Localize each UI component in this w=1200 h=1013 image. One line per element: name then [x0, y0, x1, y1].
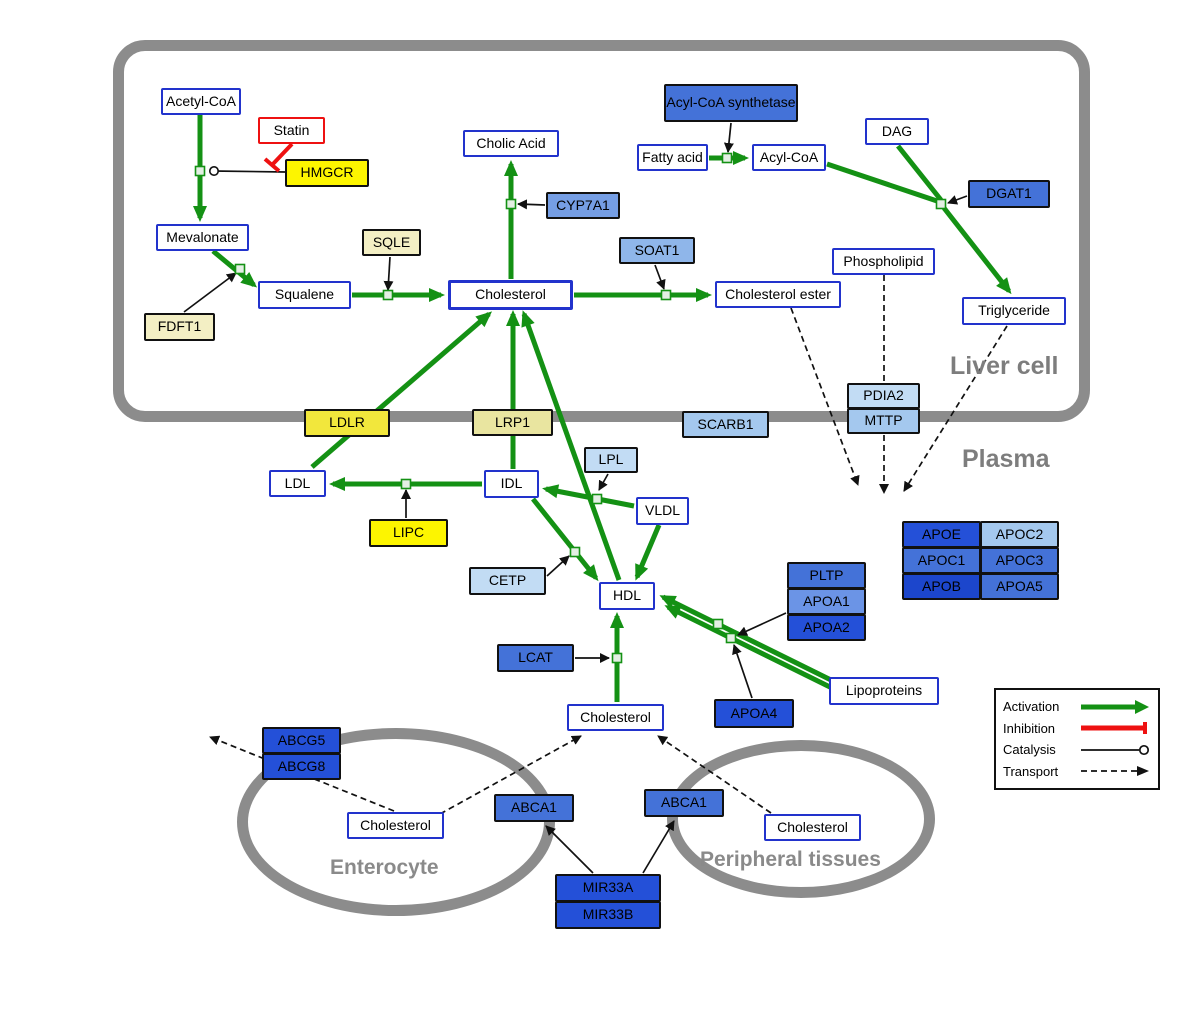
- node-mevalonate[interactable]: Mevalonate: [156, 224, 249, 251]
- legend-transport-label: Transport: [1003, 763, 1059, 779]
- legend-catalysis-label: Catalysis: [1003, 742, 1056, 758]
- node-acyl-coa[interactable]: Acyl-CoA: [752, 144, 826, 171]
- node-sqle[interactable]: SQLE: [362, 229, 421, 256]
- catalysis-circle-icon: [1081, 744, 1150, 755]
- inhibition-tee-icon: [1081, 722, 1147, 735]
- node-dgat1[interactable]: DGAT1: [968, 180, 1050, 208]
- node-cyp7a1[interactable]: CYP7A1: [546, 192, 620, 219]
- node-cetp[interactable]: CETP: [469, 567, 546, 595]
- legend-activation-label: Activation: [1003, 699, 1060, 715]
- node-abca1-peripheral[interactable]: ABCA1: [644, 789, 724, 817]
- node-fdft1[interactable]: FDFT1: [144, 313, 215, 341]
- node-apoc3[interactable]: APOC3: [980, 547, 1059, 574]
- node-lpl[interactable]: LPL: [584, 447, 638, 473]
- node-soat1[interactable]: SOAT1: [619, 237, 695, 264]
- node-apoa1[interactable]: APOA1: [787, 588, 866, 615]
- legend-inhibition-label: Inhibition: [1003, 720, 1056, 736]
- node-dag[interactable]: DAG: [865, 118, 929, 145]
- node-mttp[interactable]: MTTP: [847, 408, 920, 434]
- node-cholesterol-ester[interactable]: Cholesterol ester: [715, 281, 841, 308]
- node-apoc1[interactable]: APOC1: [902, 547, 981, 574]
- node-apoa2[interactable]: APOA2: [787, 614, 866, 641]
- node-phospholipid[interactable]: Phospholipid: [832, 248, 935, 275]
- node-mir33b[interactable]: MIR33B: [555, 901, 661, 929]
- node-squalene[interactable]: Squalene: [258, 281, 351, 309]
- peripheral-tissues-label: Peripheral tissues: [700, 848, 881, 871]
- node-cholesterol-plasma[interactable]: Cholesterol: [567, 704, 664, 731]
- legend-transport-row: Transport: [1003, 763, 1151, 779]
- liver-cell-compartment: [113, 40, 1090, 422]
- node-hdl[interactable]: HDL: [599, 582, 655, 610]
- node-fatty-acid[interactable]: Fatty acid: [637, 144, 708, 171]
- legend: Activation Inhibition Catalysis Transpor…: [994, 688, 1160, 790]
- node-abcg5[interactable]: ABCG5: [262, 727, 341, 754]
- node-apoe[interactable]: APOE: [902, 521, 981, 548]
- node-lcat[interactable]: LCAT: [497, 644, 574, 672]
- node-acetyl-coa[interactable]: Acetyl-CoA: [161, 88, 241, 115]
- node-apob[interactable]: APOB: [902, 573, 981, 600]
- node-ldl[interactable]: LDL: [269, 470, 326, 497]
- node-apoa5[interactable]: APOA5: [980, 573, 1059, 600]
- node-pltp[interactable]: PLTP: [787, 562, 866, 589]
- node-abca1-enterocyte[interactable]: ABCA1: [494, 794, 574, 822]
- node-cholesterol-enterocyte[interactable]: Cholesterol: [347, 812, 444, 839]
- node-triglyceride[interactable]: Triglyceride: [962, 297, 1066, 325]
- node-apoa4[interactable]: APOA4: [714, 699, 794, 728]
- node-scarb1[interactable]: SCARB1: [682, 411, 769, 438]
- transport-dashed-arrow-icon: [1081, 766, 1149, 777]
- node-apoc2[interactable]: APOC2: [980, 521, 1059, 548]
- node-mir33a[interactable]: MIR33A: [555, 874, 661, 902]
- node-ldlr[interactable]: LDLR: [304, 409, 390, 437]
- node-lrp1[interactable]: LRP1: [472, 409, 553, 436]
- enterocyte-label: Enterocyte: [330, 856, 439, 879]
- node-lipoproteins[interactable]: Lipoproteins: [829, 677, 939, 705]
- node-cholesterol-liver[interactable]: Cholesterol: [448, 280, 573, 310]
- node-statin[interactable]: Statin: [258, 117, 325, 144]
- node-cholic-acid[interactable]: Cholic Acid: [463, 130, 559, 157]
- activation-arrow-icon: [1081, 699, 1149, 714]
- node-hmgcr[interactable]: HMGCR: [285, 159, 369, 187]
- legend-activation-row: Activation: [1003, 699, 1151, 715]
- node-abcg8[interactable]: ABCG8: [262, 753, 341, 780]
- node-lipc[interactable]: LIPC: [369, 519, 448, 547]
- node-pdia2[interactable]: PDIA2: [847, 383, 920, 409]
- node-acyl-coa-synthetase[interactable]: Acyl-CoA synthetase: [664, 84, 798, 122]
- peripheral-tissues-compartment: [667, 740, 935, 898]
- enterocyte-compartment: [237, 728, 555, 916]
- legend-inhibition-row: Inhibition: [1003, 720, 1151, 736]
- liver-cell-label: Liver cell: [950, 352, 1059, 380]
- legend-catalysis-row: Catalysis: [1003, 742, 1151, 758]
- node-vldl[interactable]: VLDL: [636, 497, 689, 525]
- plasma-label: Plasma: [962, 445, 1050, 473]
- node-idl[interactable]: IDL: [484, 470, 539, 498]
- node-cholesterol-peripheral[interactable]: Cholesterol: [764, 814, 861, 841]
